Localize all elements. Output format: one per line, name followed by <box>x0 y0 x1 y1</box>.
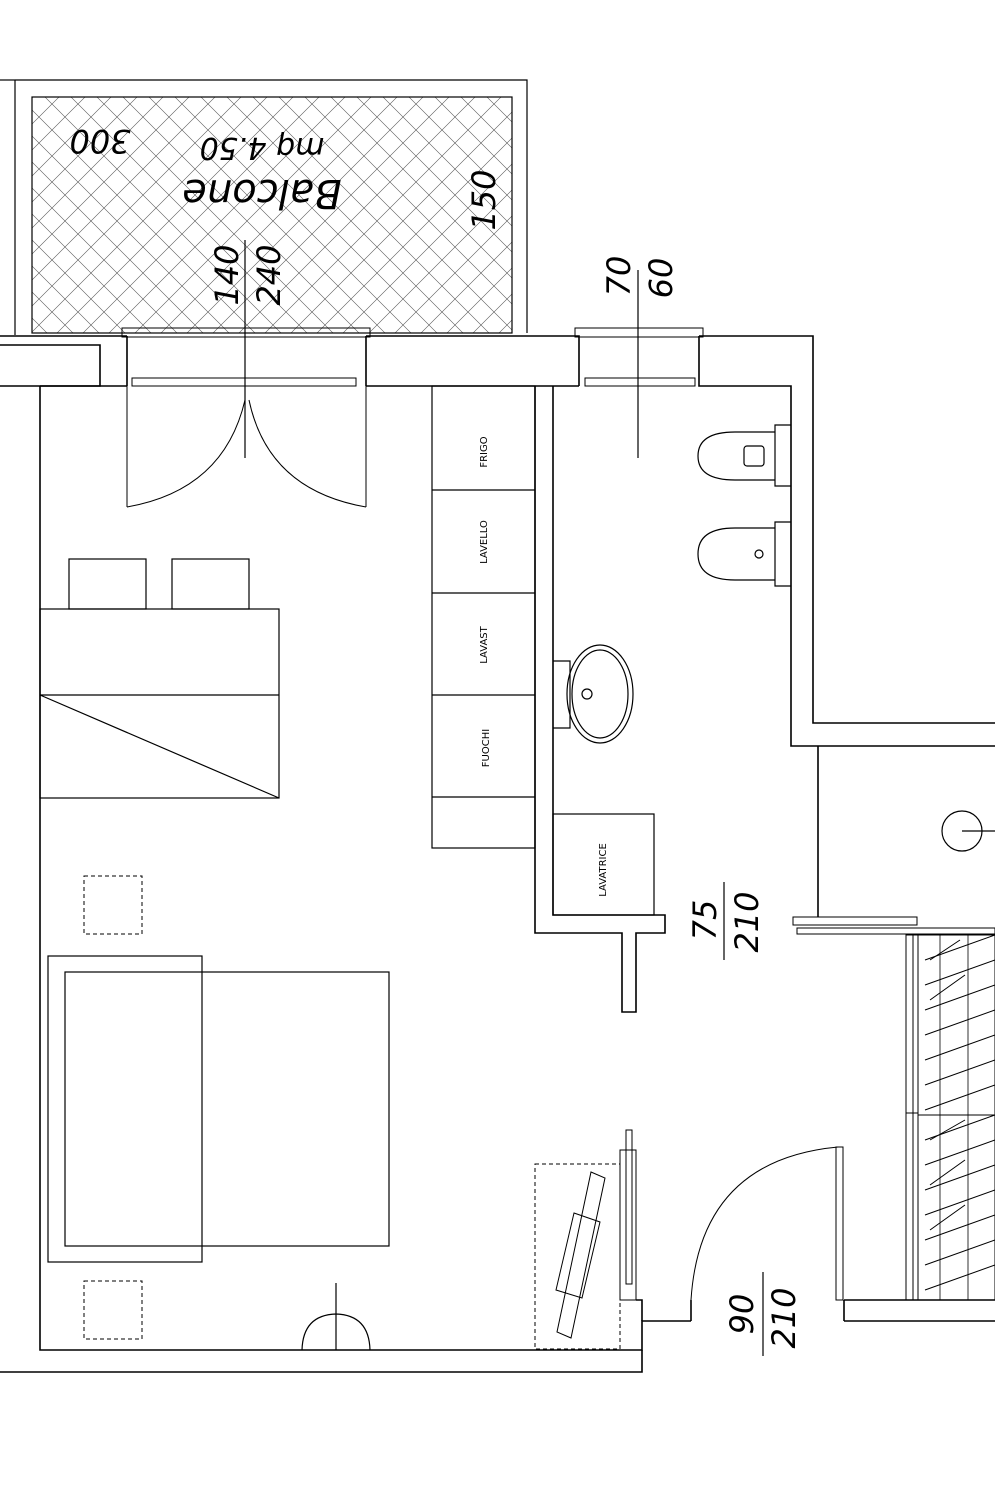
balcony-door-height: 240 <box>250 244 288 305</box>
wardrobe <box>905 934 995 1301</box>
bidet <box>697 521 791 587</box>
tv-unit <box>534 1163 621 1350</box>
shower-drain <box>941 810 995 852</box>
label-frigo: FRIGO <box>479 436 490 467</box>
balcony-door <box>121 240 371 508</box>
radiator-outlet <box>301 1283 371 1351</box>
label-lavello: LAVELLO <box>479 520 490 564</box>
washbasin <box>553 644 634 744</box>
bath-door-width: 75 <box>686 900 724 941</box>
balcony-depth: 150 <box>465 169 503 230</box>
bath-window-height: 60 <box>642 258 680 299</box>
dimension-lines <box>723 882 764 1356</box>
toilet <box>697 424 791 487</box>
bath-window-width: 70 <box>600 256 638 297</box>
main-bed <box>47 955 390 1263</box>
nightstands <box>83 875 143 1340</box>
bathroom-sliding-door <box>792 916 995 935</box>
label-lavast: LAVAST <box>479 625 490 663</box>
balcony-door-width: 140 <box>208 244 246 305</box>
balcony-area: mq 4.50 <box>200 130 325 165</box>
kitchen-counter <box>431 385 536 849</box>
washing-machine <box>552 813 655 916</box>
entrance-door <box>619 1129 844 1301</box>
balcony-name: Balcone <box>182 170 342 216</box>
label-lavatrice: LAVATRICE <box>598 843 609 897</box>
entrance-door-height: 210 <box>765 1287 803 1348</box>
bathroom-window <box>574 270 704 458</box>
balcony-width: 300 <box>69 122 130 160</box>
double-bed-top <box>39 558 280 799</box>
exterior-walls <box>0 335 995 1373</box>
balcony <box>0 79 528 335</box>
label-fuochi: FUOCHI <box>481 729 492 767</box>
entrance-door-width: 90 <box>723 1294 761 1335</box>
bath-door-height: 210 <box>728 891 766 952</box>
